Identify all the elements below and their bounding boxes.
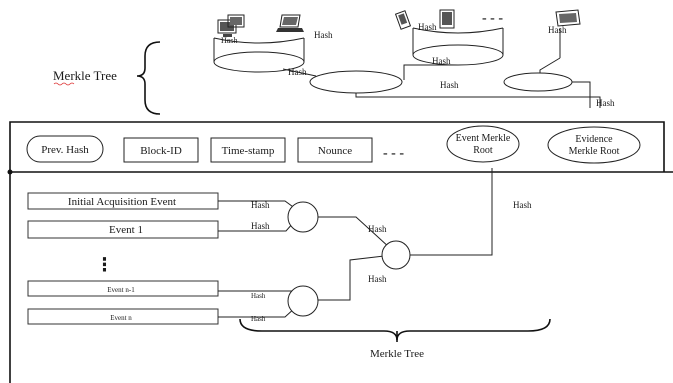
- hash-label: Hash: [440, 80, 459, 90]
- hash-label: Hash: [548, 25, 567, 35]
- tree-edge: [410, 168, 492, 255]
- svg-text:Event n-1: Event n-1: [107, 286, 135, 294]
- hash-label: Hash: [251, 292, 266, 300]
- evidence-merkle-root: Evidence Merkle Root: [548, 127, 640, 163]
- tree-node: [288, 286, 318, 316]
- svg-text:Initial Acquisition Event: Initial Acquisition Event: [68, 196, 176, 208]
- header-field-timestamp: Time-stamp: [211, 138, 285, 162]
- hash-label: Hash: [368, 274, 387, 284]
- top-root-node: [504, 73, 572, 91]
- event-merkle-root: Event Merkle Root: [447, 126, 519, 162]
- event-box-n: Event n: [28, 309, 218, 324]
- hash-label: Hash: [251, 221, 270, 231]
- header-field-nounce: Nounce: [298, 138, 372, 162]
- svg-text:Block-ID: Block-ID: [140, 145, 182, 157]
- hash-label: Hash: [251, 315, 266, 323]
- computer-icon: [218, 15, 244, 37]
- svg-text:Root: Root: [473, 145, 493, 156]
- event-box-initial: Initial Acquisition Event: [28, 193, 218, 209]
- leaf-cylinder-middle: [413, 28, 503, 65]
- spelling-underline: [54, 83, 74, 85]
- hash-label: Hash: [596, 98, 615, 108]
- top-tree-edge: [356, 93, 600, 108]
- top-tree-edge: [404, 65, 458, 80]
- device-ellipsis: - - -: [482, 11, 503, 26]
- bottom-tree-title: Merkle Tree: [370, 348, 424, 360]
- top-merkle-tree: - - - Hash Hash Hash Hash Hash Ha: [53, 10, 615, 114]
- hash-label: Hash: [221, 36, 237, 45]
- top-tree-edge: [572, 82, 590, 108]
- hash-label: Hash: [288, 67, 307, 77]
- event-box-1: Event 1: [28, 221, 218, 238]
- top-tree-title: Merkle Tree: [53, 68, 117, 83]
- svg-text:Merkle Root: Merkle Root: [569, 146, 620, 157]
- hash-label: Hash: [513, 200, 532, 210]
- phone-icon: [396, 11, 411, 29]
- bottom-merkle-tree: Initial Acquisition Event Event 1 ⁝ Even…: [28, 168, 550, 360]
- hash-label: Hash: [314, 30, 333, 40]
- svg-text:Evidence: Evidence: [575, 134, 613, 145]
- hash-label: Hash: [251, 200, 270, 210]
- tablet-icon: [440, 10, 454, 28]
- svg-text:Event 1: Event 1: [109, 224, 143, 236]
- hash-label: Hash: [418, 22, 437, 32]
- top-tree-edge: [540, 58, 560, 73]
- block: Prev. Hash Block-ID Time-stamp Nounce - …: [8, 122, 673, 383]
- vertical-ellipsis: ⁝: [101, 252, 108, 277]
- header-field-block-id: Block-ID: [124, 138, 198, 162]
- monitor-icon: [556, 10, 580, 26]
- top-tree-brace: [137, 42, 160, 114]
- svg-text:Event n: Event n: [110, 314, 132, 322]
- svg-text:Time-stamp: Time-stamp: [222, 145, 275, 157]
- block-corner-dot: [8, 170, 13, 175]
- bottom-tree-brace: [240, 319, 550, 340]
- event-box-n-minus-1: Event n-1: [28, 281, 218, 296]
- laptop-icon: [276, 15, 304, 32]
- top-intermediate-node: [310, 71, 402, 93]
- svg-text:Prev. Hash: Prev. Hash: [41, 144, 89, 156]
- hash-label: Hash: [432, 56, 451, 66]
- tree-node: [382, 241, 410, 269]
- svg-text:Nounce: Nounce: [318, 145, 352, 157]
- header-field-prev-hash: Prev. Hash: [27, 136, 103, 162]
- tree-node: [288, 202, 318, 232]
- svg-text:Event Merkle: Event Merkle: [456, 133, 511, 144]
- header-ellipsis: - - -: [383, 146, 404, 161]
- hash-label: Hash: [368, 224, 387, 234]
